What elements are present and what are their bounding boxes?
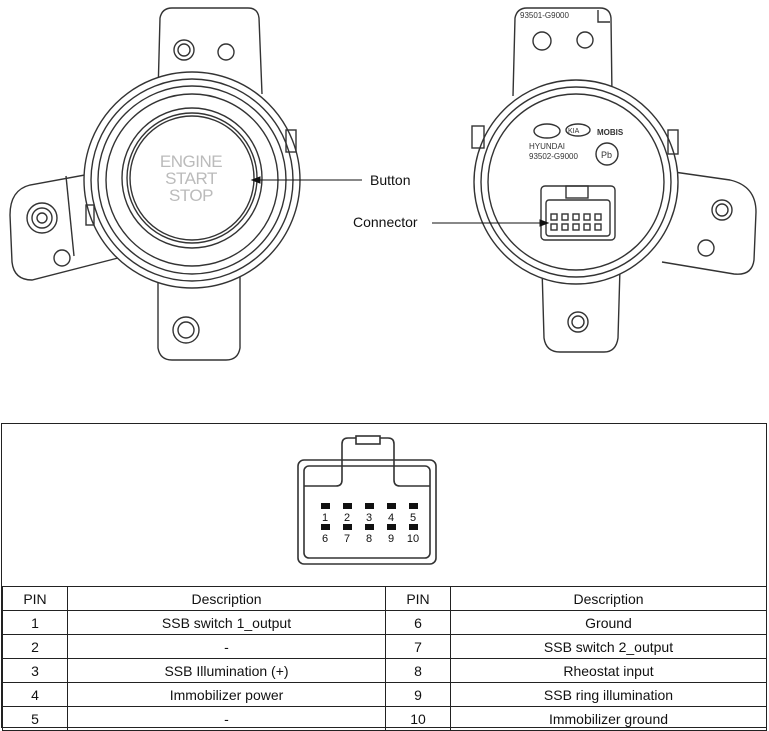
- pin-cell: 5: [2, 706, 68, 731]
- table-row: 2 - 7 SSB switch 2_output: [2, 634, 767, 659]
- pin-cell: 4: [2, 682, 68, 707]
- pin-cell: 3: [2, 658, 68, 683]
- brand-mobis: MOBIS: [597, 128, 624, 137]
- table-header-row: PIN Description PIN Description: [2, 586, 767, 611]
- connector-face-diagram: 1 2 3 4 5 6 7 8 9 10: [297, 435, 437, 565]
- table-row: 3 SSB Illumination (+) 8 Rheostat input: [2, 658, 767, 683]
- table-row: 5 - 10 Immobilizer ground: [2, 706, 767, 731]
- description-cell: -: [67, 634, 386, 659]
- description-cell: Immobilizer ground: [450, 706, 767, 731]
- pin-description-table: PIN Description PIN Description 1 SSB sw…: [2, 586, 767, 731]
- description-cell: Ground: [450, 610, 767, 635]
- pin-label-10: 10: [407, 533, 419, 545]
- pin-label-9: 9: [388, 533, 394, 545]
- button-text-stop: STOP: [169, 186, 213, 205]
- button-text-start: START: [165, 169, 217, 188]
- pin-cell: 7: [385, 634, 451, 659]
- pin-label-6: 6: [322, 533, 328, 545]
- connector-pin-panel: 1 2 3 4 5 6 7 8 9 10 PIN Description PIN…: [1, 423, 767, 731]
- header-description-right: Description: [450, 586, 767, 611]
- callout-connector: Connector: [353, 214, 418, 230]
- pin-cell: 2: [2, 634, 68, 659]
- header-pin-right: PIN: [385, 586, 451, 611]
- rear-view: [471, 7, 757, 353]
- button-text-engine: ENGINE: [160, 152, 222, 171]
- description-cell: SSB switch 1_output: [67, 610, 386, 635]
- description-cell: SSB ring illumination: [450, 682, 767, 707]
- pin-cell: 10: [385, 706, 451, 731]
- pin-cell: 8: [385, 658, 451, 683]
- pin-cell: 6: [385, 610, 451, 635]
- pin-cell: 9: [385, 682, 451, 707]
- callout-button: Button: [370, 172, 410, 188]
- pin-label-5: 5: [410, 512, 416, 524]
- pin-label-8: 8: [366, 533, 372, 545]
- part-number-body: 93502-G9000: [529, 152, 578, 161]
- brand-hyundai: HYUNDAI: [529, 142, 565, 151]
- pin-label-4: 4: [388, 512, 394, 524]
- pin-label-3: 3: [366, 512, 372, 524]
- description-cell: Immobilizer power: [67, 682, 386, 707]
- table-row: 4 Immobilizer power 9 SSB ring illuminat…: [2, 682, 767, 707]
- brand-kia: KIA: [568, 128, 580, 135]
- pin-cell: 1: [2, 610, 68, 635]
- switch-illustration: ENGINE START STOP 93501-G9000 KIA MOBIS …: [9, 7, 757, 361]
- description-cell: SSB Illumination (+): [67, 658, 386, 683]
- pb-mark: Pb: [601, 150, 612, 160]
- table-row: 1 SSB switch 1_output 6 Ground: [2, 610, 767, 635]
- description-cell: Rheostat input: [450, 658, 767, 683]
- description-cell: -: [67, 706, 386, 731]
- callout-leaders: [250, 176, 550, 227]
- pin-label-2: 2: [344, 512, 350, 524]
- header-description-left: Description: [67, 586, 386, 611]
- description-cell: SSB switch 2_output: [450, 634, 767, 659]
- front-view: [9, 7, 301, 361]
- pin-label-1: 1: [322, 512, 328, 524]
- pin-label-7: 7: [344, 533, 350, 545]
- part-number-top: 93501-G9000: [520, 11, 569, 20]
- header-pin-left: PIN: [2, 586, 68, 611]
